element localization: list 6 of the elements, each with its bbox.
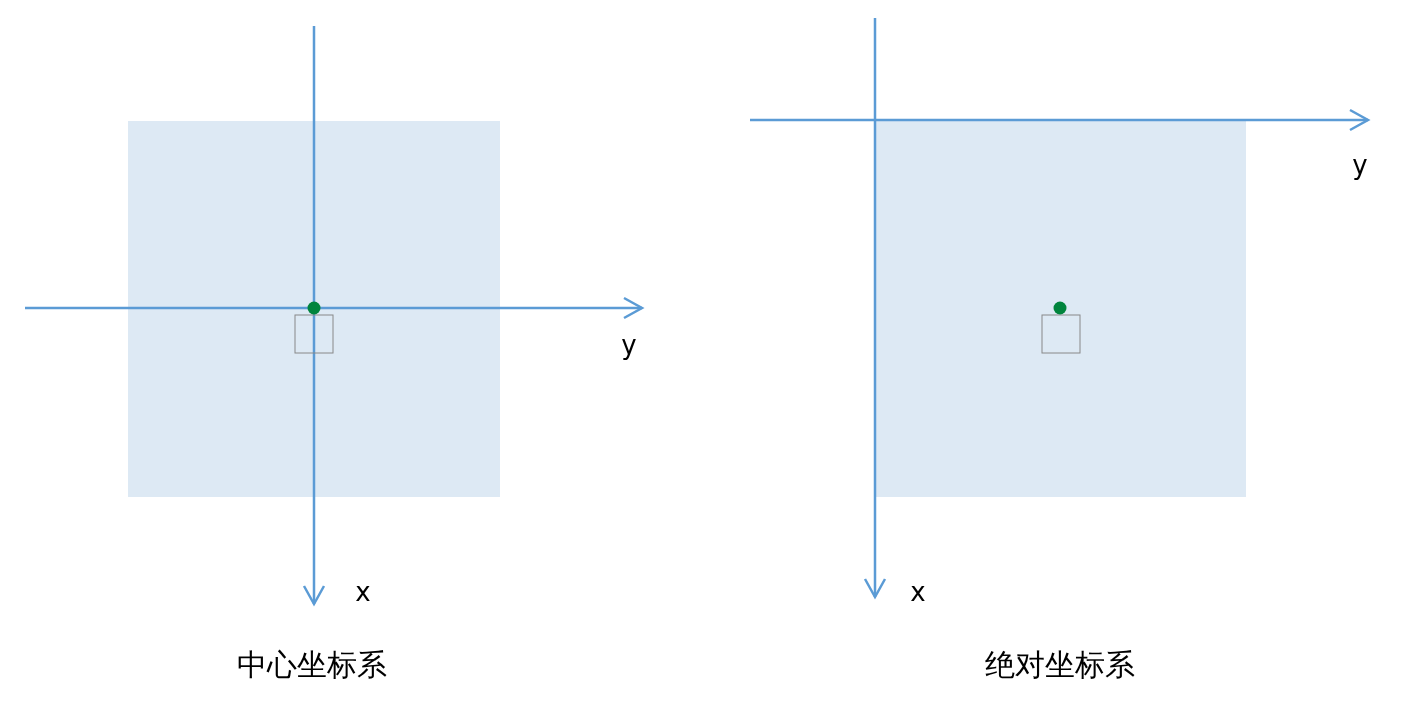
axis-label: y [621, 332, 637, 358]
caption: 中心坐标系 [237, 650, 387, 680]
caption: 绝对坐标系 [985, 650, 1135, 680]
axis-label: x [910, 579, 926, 605]
axis-label: y [1352, 152, 1368, 178]
axis-label: x [355, 579, 371, 605]
